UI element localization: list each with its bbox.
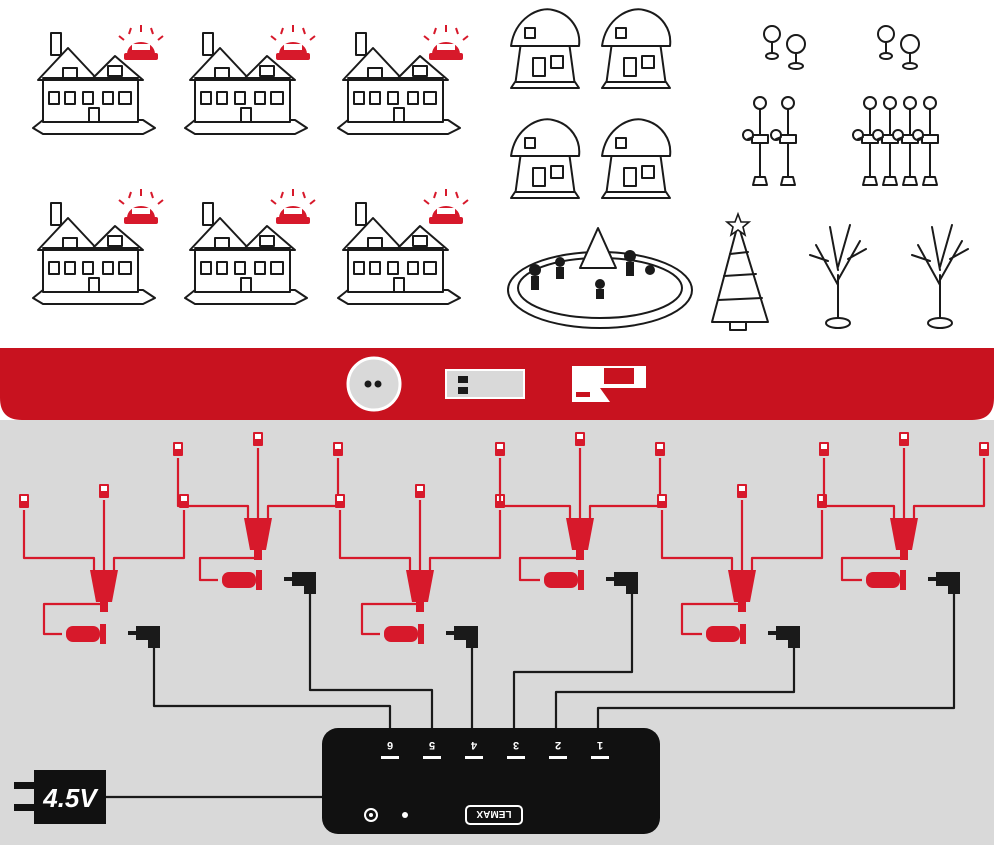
skating-scene-icon — [507, 227, 693, 329]
port-label: 1 — [597, 739, 603, 751]
brand-badge — [465, 805, 523, 825]
rect-socket-icon — [445, 369, 525, 399]
lamppost-icon — [742, 96, 939, 186]
red-splitters — [17, 430, 991, 644]
power-adapter-icon — [14, 770, 106, 824]
voltage-label: 4.5V — [42, 783, 99, 813]
christmas-tree-icon — [711, 211, 769, 331]
port-label: 3 — [513, 739, 519, 751]
power-hub — [322, 728, 660, 834]
port-label: 6 — [387, 739, 393, 751]
round-socket-icon — [346, 356, 402, 412]
hub-port-labels: 6 5 4 3 2 1 — [387, 739, 603, 751]
hub-button-icon — [364, 808, 378, 822]
plug-adapter-icon — [572, 366, 646, 402]
tree-icon — [809, 224, 969, 329]
hub-indicator-icon — [402, 812, 408, 818]
port-label: 4 — [470, 739, 477, 751]
brand-label: LEMAX — [476, 808, 511, 819]
port-label: 5 — [429, 739, 435, 751]
hub-port-ticks — [381, 756, 609, 759]
lit-house-icon — [32, 24, 469, 305]
spotlight-icon — [763, 25, 920, 70]
port-label: 2 — [555, 739, 561, 751]
hub-wires — [104, 594, 956, 799]
cottage-icon — [510, 8, 672, 199]
